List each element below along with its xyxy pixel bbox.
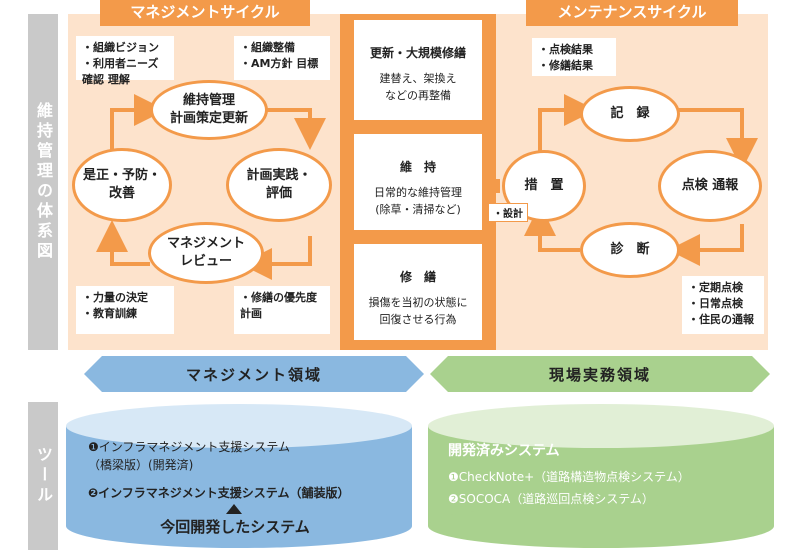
sidebar-system-diagram: 維持管理の体系図 — [28, 14, 58, 350]
banner-field-domain: 現場実務領域 — [430, 356, 770, 392]
box-repair-title: 修 繕 — [399, 270, 436, 284]
circle-management-review: マネジメント レビュー — [148, 222, 264, 284]
maintenance-cycle-arrows — [496, 94, 758, 266]
maintenance-cycle-title: メンテナンスサイクル — [557, 3, 707, 21]
circle-correction: 是正・予防・ 改善 — [72, 148, 172, 222]
banner-field-label: 現場実務領域 — [548, 365, 651, 384]
box-repair: 修 繕損傷を当初の状態に 回復させる行為 — [354, 244, 482, 340]
management-cycle-title: マネジメントサイクル — [130, 3, 280, 21]
note-competence: ・力量の決定 ・教育訓練 — [76, 286, 174, 334]
box-maintenance-body: 日常的な維持管理 (除草・清掃など) — [374, 186, 462, 216]
box-maintenance-title: 維 持 — [399, 160, 436, 174]
note-inspection-types: ・定期点検 ・日常点検 ・住民の通報 — [682, 276, 764, 334]
tool-right-line1: ❶CheckNote+（道路構造物点検システム） — [448, 470, 690, 484]
circle-practice-evaluation: 計画実践・ 評価 — [226, 148, 332, 222]
box-repair-body: 損傷を当初の状態に 回復させる行為 — [368, 296, 468, 326]
note-inspection-results: ・点検結果 ・修繕結果 — [532, 38, 616, 76]
circle-record: 記 録 — [580, 86, 680, 142]
sidebar-tools-label: ツール — [34, 446, 53, 506]
note-organization: ・組織整備 ・AM方針 目標 — [234, 36, 330, 80]
circle-diagnosis: 診 断 — [580, 222, 680, 278]
box-renewal: 更新・大規模修繕建替え、架換え などの再整備 — [354, 20, 482, 120]
box-renewal-title: 更新・大規模修繕 — [369, 46, 466, 60]
circle-plan-update: 維持管理 計画策定更新 — [150, 80, 268, 140]
tool-left-line2: ❷インフラマネジメント支援システム（舗装版） — [88, 486, 350, 500]
arrow-up-icon — [226, 504, 242, 514]
banner-management-label: マネジメント領域 — [185, 365, 322, 384]
circle-inspection-report: 点検 通報 — [658, 150, 762, 222]
box-renewal-body: 建替え、架換え などの再整備 — [379, 72, 457, 102]
management-cycle-arrows — [96, 94, 326, 280]
note-vision: ・組織ビジョン ・利用者ニーズ確認 理解 — [76, 36, 174, 86]
tool-right-line2: ❷SOCOCA（道路巡回点検システム） — [448, 492, 654, 506]
management-cycle-header: マネジメントサイクル — [100, 0, 310, 26]
tool-left-footer: 今回開発したシステム — [160, 518, 310, 536]
tool-left-line1: ❶インフラマネジメント支援システム （橋梁版）(開発済) — [88, 440, 291, 472]
banner-management-shape — [84, 356, 424, 392]
sidebar-title: 維持管理の体系図 — [34, 102, 53, 262]
tool-cylinder-right — [428, 404, 774, 548]
tag-design: ・設計 — [488, 203, 528, 222]
note-repair-priority: ・修繕の優先度 計画 — [234, 286, 330, 334]
sidebar-tools: ツール — [28, 402, 58, 550]
maintenance-cycle-header: メンテナンスサイクル — [526, 0, 738, 26]
banner-management-domain: マネジメント領域 — [84, 356, 424, 392]
banner-field-shape — [430, 356, 770, 392]
box-maintenance: 維 持日常的な維持管理 (除草・清掃など) — [354, 134, 482, 230]
tool-right-title: 開発済みシステム — [448, 443, 560, 459]
